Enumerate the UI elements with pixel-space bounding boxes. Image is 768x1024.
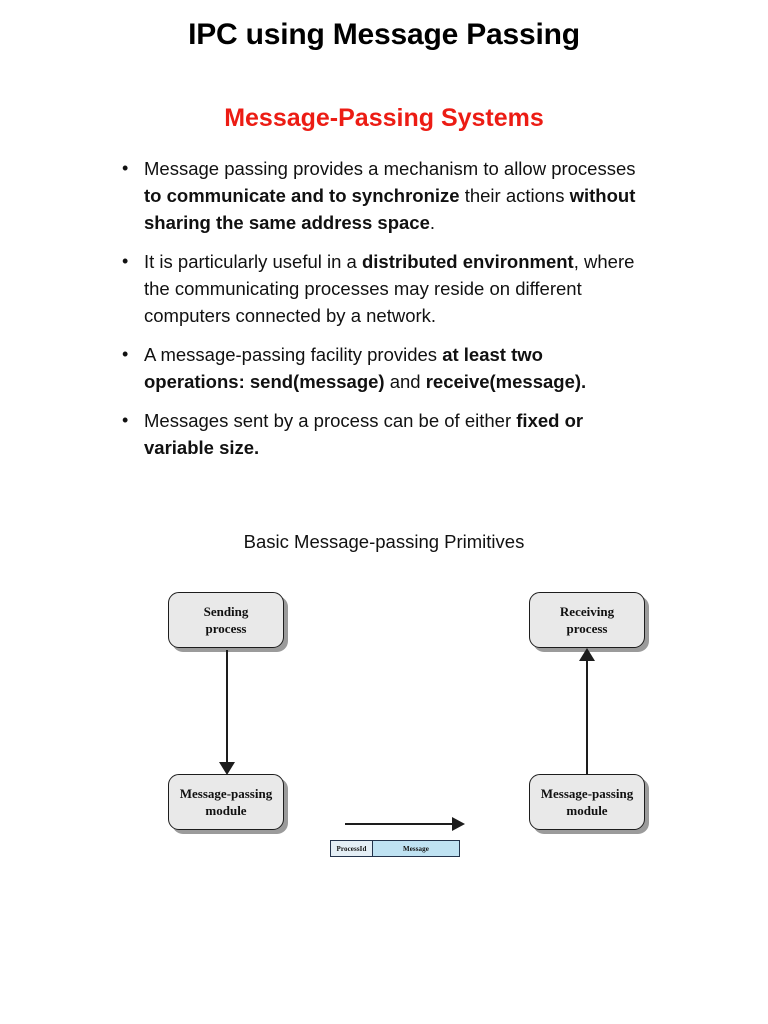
node-label-line2: process (205, 621, 247, 636)
bullet-text: It is particularly useful in a distribut… (144, 251, 635, 326)
bullet-text: Messages sent by a process can be of eit… (144, 410, 584, 458)
packet-field-process-id: ProcessId (331, 841, 373, 856)
bullet-marker-icon: • (122, 410, 129, 430)
message-packet[interactable]: ProcessId Message (330, 840, 460, 857)
diagram-caption: Basic Message-passing Primitives (243, 531, 525, 552)
section-subtitle: Message-Passing Systems (224, 104, 544, 132)
node-label: Message-passing module (180, 785, 272, 819)
node-label-line1: Message-passing (179, 786, 273, 801)
node-label-line2: module (566, 803, 608, 818)
bullet-item-distributed: • It is particularly useful in a distrib… (118, 248, 646, 329)
connector-line-module-to-receive (586, 660, 588, 774)
connector-line-send-to-module (226, 650, 228, 764)
node-message-passing-module-left[interactable]: Message-passing module (168, 774, 284, 830)
node-label: Receiving process (560, 603, 614, 637)
node-label: Sending process (204, 603, 249, 637)
node-label-line2: module (205, 803, 247, 818)
bullet-item-operations: • A message-passing facility provides at… (118, 341, 646, 395)
arrow-up-icon (579, 648, 595, 661)
node-label-line1: Message-passing (540, 786, 634, 801)
page-title: IPC using Message Passing (188, 18, 580, 51)
packet-field-message: Message (373, 841, 459, 856)
bullet-text: A message-passing facility provides at l… (144, 344, 587, 392)
bullet-marker-icon: • (122, 344, 129, 364)
node-label-line1: Receiving (559, 604, 615, 619)
node-receiving-process[interactable]: Receiving process (529, 592, 645, 648)
node-label-line1: Sending (203, 604, 249, 619)
node-label: Message-passing module (541, 785, 633, 819)
bullet-item-size: • Messages sent by a process can be of e… (118, 407, 646, 461)
bullet-marker-icon: • (122, 251, 129, 271)
bullet-text: Message passing provides a mechanism to … (144, 158, 636, 233)
bullet-item-mechanism: • Message passing provides a mechanism t… (118, 155, 646, 236)
bullet-marker-icon: • (122, 158, 129, 178)
node-sending-process[interactable]: Sending process (168, 592, 284, 648)
node-label-line2: process (566, 621, 608, 636)
node-message-passing-module-right[interactable]: Message-passing module (529, 774, 645, 830)
connector-line-transfer (345, 823, 455, 825)
bullet-list: • Message passing provides a mechanism t… (118, 155, 646, 473)
arrow-right-icon (452, 817, 465, 831)
arrow-down-icon (219, 762, 235, 775)
